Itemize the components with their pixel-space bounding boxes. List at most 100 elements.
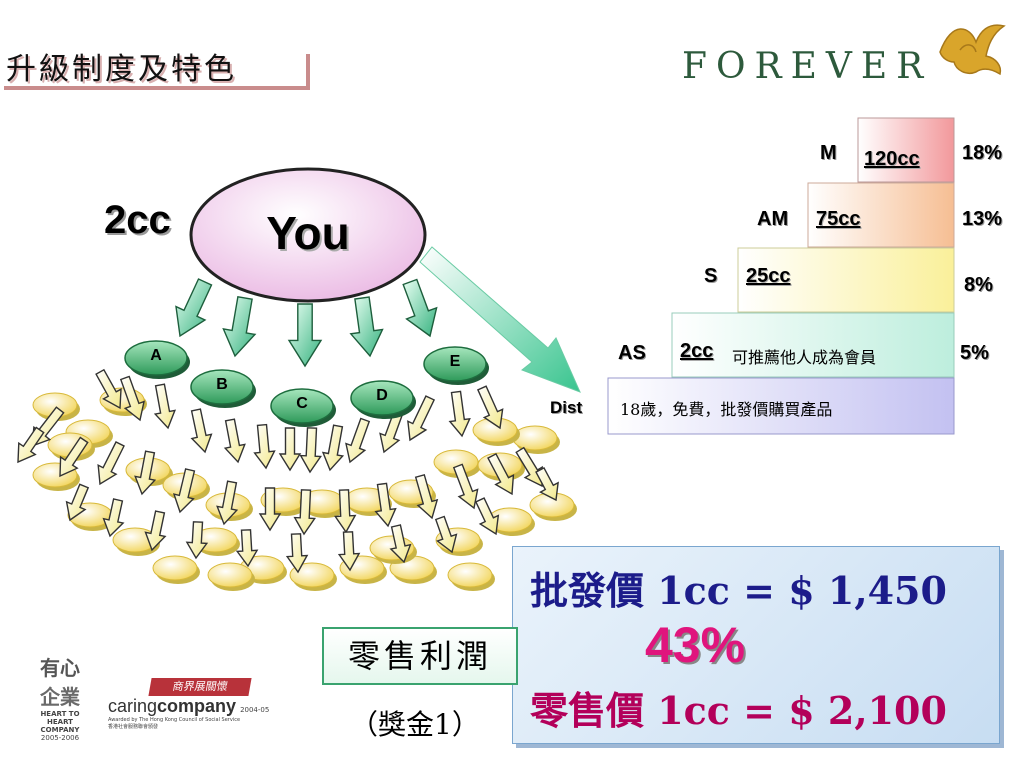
downline-arrow <box>321 424 345 472</box>
bonus-label: （獎金1） <box>350 708 480 741</box>
node-label-c: C <box>296 395 308 412</box>
caring-name-bold: company <box>157 696 237 716</box>
downline-arrow <box>285 533 309 574</box>
you-arrow <box>349 296 384 358</box>
downline-arrow <box>144 510 167 552</box>
pricing-panel <box>512 546 1000 744</box>
wholesale-price: 批發價 1cc = $ 1,450 <box>530 568 947 613</box>
node-label-e: E <box>449 353 461 370</box>
forever-logo-text: FOREVER <box>682 46 933 87</box>
level-am-label: AM <box>757 208 789 230</box>
node-label-d: D <box>376 387 388 404</box>
level-am-pct: 13% <box>962 208 1003 230</box>
rung-as <box>671 312 955 378</box>
caring-name-light: caring <box>108 696 158 716</box>
upgrade-arrow <box>419 246 581 393</box>
title-underline <box>4 86 310 90</box>
downline-arrow <box>59 436 89 478</box>
downline-arrows <box>17 368 559 574</box>
level-m-label: M <box>820 142 837 164</box>
heart-logo-name: HEART TO HEART COMPANY <box>40 710 80 734</box>
downline-arrow <box>474 497 500 536</box>
level-dist-desc: 18歲，免費，批發價購買產品 <box>620 400 833 419</box>
you-arrow <box>402 278 438 338</box>
heart-logo-mid: 企業 <box>40 685 80 709</box>
you-arrow <box>222 295 257 358</box>
rung-m <box>857 117 955 183</box>
downline-arrow <box>452 463 479 510</box>
downline-nodes <box>124 340 489 427</box>
level-m-pct: 18% <box>962 142 1003 164</box>
downline-arrow <box>172 468 196 514</box>
downline-arrow <box>65 483 90 522</box>
title-divider <box>306 54 310 90</box>
level-as-cc: 2cc <box>680 340 714 362</box>
downline-arrow <box>95 368 122 410</box>
downline-coin <box>152 555 198 581</box>
downline-arrow <box>258 487 282 532</box>
level-ladder <box>607 117 955 435</box>
caring-tiny-text: Awarded by The Hong Kong Council of Soci… <box>108 717 241 723</box>
downline-arrow <box>17 426 45 464</box>
downline-arrow <box>278 427 302 472</box>
downline-arrow <box>253 423 276 470</box>
retail-price: 零售價 1cc = $ 2,100 <box>530 688 947 733</box>
downline-arrow <box>293 489 316 536</box>
downline-node-b <box>190 369 254 405</box>
rung-am <box>807 182 955 248</box>
level-m-cc: 120cc <box>864 148 920 170</box>
level-dist-label: Dist <box>550 398 583 417</box>
downline-arrow <box>97 441 125 486</box>
downline-arrow <box>448 390 471 438</box>
downline-coin <box>207 562 253 588</box>
node-label-b: B <box>216 376 228 393</box>
level-s-cc: 25cc <box>746 265 791 287</box>
downline-arrow <box>345 417 371 464</box>
downline-arrow <box>337 531 361 572</box>
downline-node-d <box>350 380 414 416</box>
you-label: You <box>266 207 350 259</box>
rung-dist <box>607 377 955 435</box>
downline-node-a <box>124 340 188 376</box>
downline-coin <box>447 562 493 588</box>
level-as-desc: 可推薦他人成為會員 <box>732 348 877 367</box>
caring-year: 2004-05 <box>240 706 270 714</box>
downline-arrow <box>334 489 357 534</box>
downline-arrow <box>190 408 213 454</box>
downline-arrow <box>134 450 157 496</box>
page-title: 升級制度及特色 <box>6 52 237 87</box>
downline-arrow <box>434 515 458 554</box>
level-as-label: AS <box>618 342 646 364</box>
downline-arrow <box>535 466 559 502</box>
caring-badge: 商界展關懷 <box>148 678 252 696</box>
downline-arrow <box>153 383 177 430</box>
heart-to-heart-logo: 有心 企業 HEART TO HEART COMPANY 2005-2006 <box>30 652 90 744</box>
downline-coin <box>289 562 335 588</box>
downline-arrow <box>414 473 439 520</box>
eagle-icon <box>939 24 1006 76</box>
downline-arrow <box>374 482 397 528</box>
level-am-cc: 75cc <box>816 208 861 230</box>
downline-arrow <box>389 524 412 564</box>
margin-percent: 43% <box>645 617 746 673</box>
level-s-pct: 8% <box>964 274 993 296</box>
downline-arrow <box>102 498 125 538</box>
downline-arrow <box>235 529 259 568</box>
downline-arrow <box>119 375 145 422</box>
caring-tiny-text-zh: 香港社會服務聯會頒發 <box>108 724 159 730</box>
downline-arrow <box>476 385 504 430</box>
downline-node-c <box>270 388 334 424</box>
you-arrows <box>175 278 438 368</box>
level-s-label: S <box>704 265 718 287</box>
downline-arrow <box>223 418 246 464</box>
heart-logo-top: 有心 <box>40 656 80 680</box>
rung-s <box>737 247 955 313</box>
downline-arrow <box>299 427 322 474</box>
downline-arrow <box>407 395 436 442</box>
retail-profit-label: 零售利潤 <box>322 627 518 685</box>
downline-arrow <box>185 521 209 560</box>
heart-logo-years: 2005-2006 <box>40 734 80 742</box>
